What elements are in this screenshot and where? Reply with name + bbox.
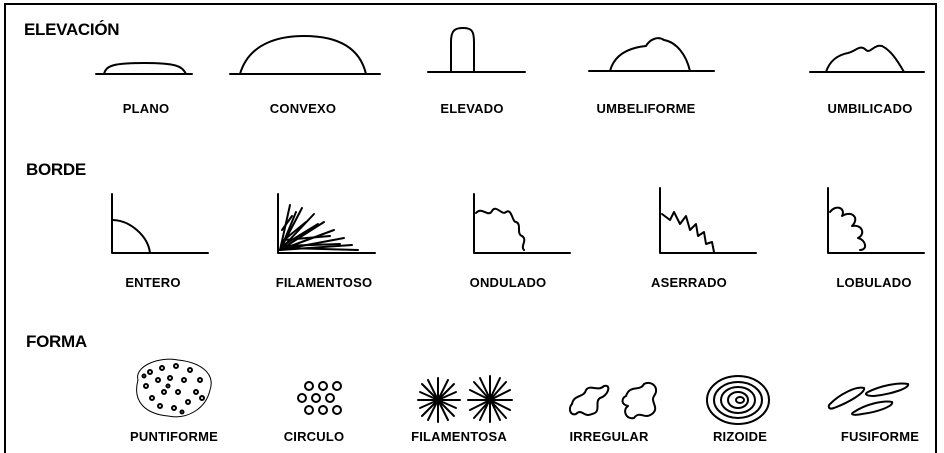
label-umbilicado: UMBILICADO	[827, 101, 913, 116]
label-elevado: ELEVADO	[440, 101, 504, 116]
section-title-forma: FORMA	[26, 332, 87, 351]
label-ondulado: ONDULADO	[469, 275, 547, 290]
label-puntiforme: PUNTIFORME	[130, 429, 218, 444]
label-filamentoso: FILAMENTOSO	[275, 275, 373, 290]
label-umbeliforme: UMBELIFORME	[596, 101, 696, 116]
filamentosa-drawing	[417, 375, 513, 423]
umbilicado-drawing	[809, 44, 925, 73]
ondulado-drawing	[473, 193, 571, 254]
label-aserrado: ASERRADO	[651, 275, 727, 290]
irregular-drawing	[568, 382, 658, 420]
umbeliforme-drawing	[588, 37, 715, 72]
label-entero: ENTERO	[125, 275, 181, 290]
puntiforme-drawing	[136, 358, 212, 418]
label-circulo: CIRCULO	[283, 429, 345, 444]
label-fusiforme: FUSIFORME	[840, 429, 920, 444]
label-rizoide: RIZOIDE	[712, 429, 768, 444]
aserrado-drawing	[659, 187, 757, 254]
label-lobulado: LOBULADO	[836, 275, 912, 290]
section-title-borde: BORDE	[26, 160, 86, 179]
label-plano: PLANO	[122, 101, 170, 116]
convexo-drawing	[229, 35, 381, 75]
elevado-drawing	[427, 27, 526, 73]
entero-drawing	[111, 193, 209, 254]
figure-frame	[4, 3, 937, 453]
circulo-drawing	[297, 381, 342, 415]
section-title-elevacion: ELEVACIÓN	[24, 20, 120, 39]
filamentoso-drawing	[277, 193, 376, 254]
label-irregular: IRREGULAR	[569, 429, 649, 444]
fusiforme-drawing	[827, 382, 910, 416]
label-convexo: CONVEXO	[269, 101, 337, 116]
label-filamentosa: FILAMENTOSA	[411, 429, 507, 444]
plano-drawing	[95, 62, 193, 75]
lobulado-drawing	[827, 187, 925, 254]
rizoide-drawing	[706, 375, 770, 425]
